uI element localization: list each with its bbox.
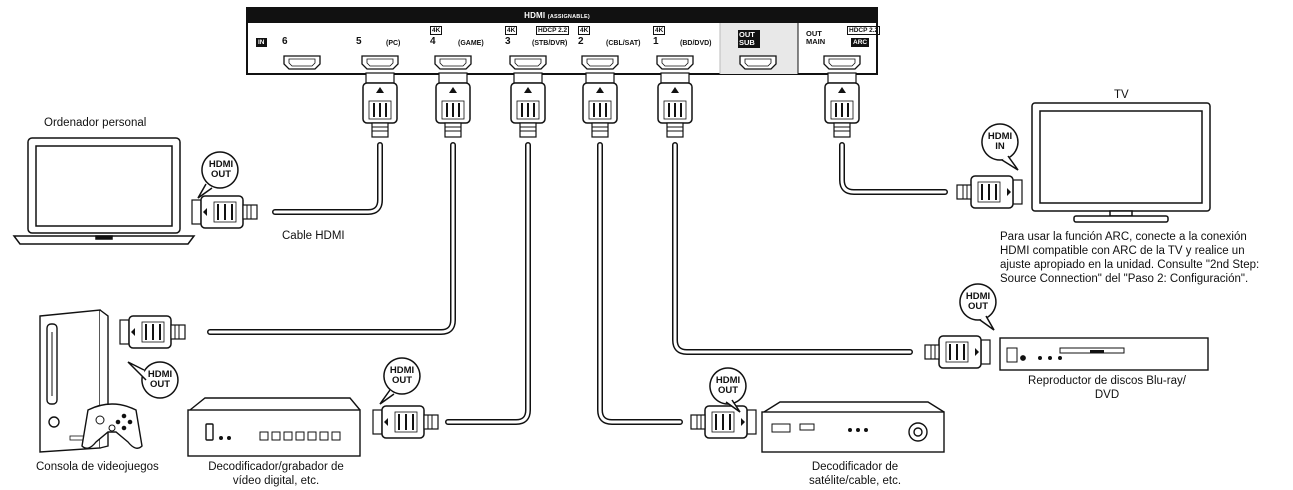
hdmi-out-sub-port: [739, 55, 777, 70]
laptop-icon: [12, 137, 196, 245]
panel-title: HDMI (ASSIGNABLE): [524, 11, 590, 20]
out-sub-label: OUT SUB: [738, 30, 760, 48]
port-1-tag: 4K: [653, 26, 666, 35]
cable-bd: [672, 142, 913, 355]
game-label: Consola de videojuegos: [36, 461, 159, 473]
pc-label: Ordenador personal: [44, 117, 147, 129]
plug-pc-top: [362, 72, 398, 138]
hdmi-out-main-port: [823, 55, 861, 70]
arc-note: Para usar la función ARC, conecte a la c…: [1000, 231, 1260, 285]
port-1-number: 1: [653, 36, 659, 47]
tv-icon: [1031, 102, 1211, 223]
hdmi-in-port-3: [509, 55, 547, 70]
port-3-number: 3: [505, 36, 511, 47]
plug-stb-end: [372, 405, 439, 439]
hdmi-in-port-6: [283, 55, 321, 70]
bubble-pc-icon: [197, 151, 239, 199]
cable-stb: [445, 142, 531, 425]
port-3-tag2: HDCP 2.2: [536, 26, 570, 35]
port-4-tag: 4K: [430, 26, 443, 35]
bubble-stb-text: HDMI OUT: [389, 365, 415, 386]
port-3-tag: 4K: [505, 26, 518, 35]
port-4-label: (GAME): [458, 40, 484, 47]
bubble-bd-icon: [959, 283, 997, 331]
cable-label: Cable HDMI: [282, 230, 345, 242]
bubble-pc-text: HDMI OUT: [208, 159, 234, 180]
hdmi-in-port-1: [656, 55, 694, 70]
bluray-player-icon: [999, 337, 1209, 371]
port-5-label: (PC): [386, 40, 401, 47]
port-5-number: 5: [356, 36, 362, 47]
out-main-label: OUT MAIN: [806, 29, 826, 46]
plug-tv-top: [824, 72, 860, 138]
bubble-game-text: HDMI OUT: [147, 369, 173, 390]
bubble-stb-icon: [379, 357, 421, 405]
bubble-sat-icon: [709, 367, 747, 413]
port-4-number: 4: [430, 36, 436, 47]
bubble-tv-icon: [981, 123, 1019, 171]
plug-game-top: [435, 72, 471, 138]
stb-label: Decodificador/grabador de vídeo digital,…: [208, 461, 344, 487]
sat-label: Decodificador de satélite/cable, etc.: [808, 461, 902, 487]
hdmi-in-port-4: [434, 55, 472, 70]
cable-tv: [839, 142, 948, 195]
plug-tv-end: [956, 175, 1023, 209]
receiver-rear-panel: [246, 7, 878, 75]
cable-sat: [597, 142, 683, 425]
port-2-number: 2: [578, 36, 584, 47]
plug-bd-top: [657, 72, 693, 138]
in-label: IN: [256, 38, 267, 47]
port-6-number: 6: [282, 36, 288, 47]
port-2-label: (CBL/SAT): [606, 40, 641, 47]
speech-bubbles: [127, 123, 1019, 413]
plug-stb-top: [510, 72, 546, 138]
set-top-box-icon: [187, 397, 361, 457]
port-1-label: (BD/DVD): [680, 40, 712, 47]
bubble-tv-text: HDMI IN: [987, 131, 1013, 152]
game-console-icon: [39, 309, 143, 453]
hdmi-cables: [207, 142, 948, 425]
out-main-tag: HDCP 2.2: [847, 26, 881, 35]
port-3-label: (STB/DVR): [532, 40, 568, 47]
bubble-bd-text: HDMI OUT: [965, 291, 991, 312]
plug-sat-top: [582, 72, 618, 138]
bd-label: Reproductor de discos Blu-ray/ DVD: [1028, 375, 1186, 401]
plug-sat-end: [690, 405, 757, 439]
tv-label: TV: [1114, 89, 1129, 101]
bubble-game-icon: [127, 361, 179, 399]
hdmi-in-port-5: [361, 55, 399, 70]
cable-pc: [272, 142, 383, 215]
bubble-sat-text: HDMI OUT: [715, 375, 741, 396]
port-2-tag: 4K: [578, 26, 591, 35]
arc-label: ARC: [851, 38, 870, 47]
plug-pc-end: [191, 195, 258, 229]
plug-bd-end: [924, 335, 991, 369]
plug-game-end: [119, 315, 186, 349]
hdmi-in-port-2: [581, 55, 619, 70]
satellite-receiver-icon: [761, 401, 945, 453]
